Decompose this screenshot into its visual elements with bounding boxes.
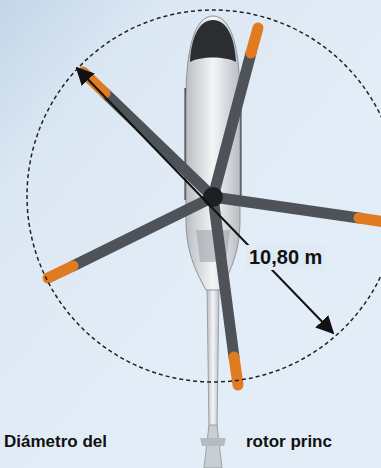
rotor-blades [48, 28, 381, 385]
fuselage [186, 16, 240, 290]
dimension-label: 10,80 m [246, 245, 325, 270]
tail-boom [207, 285, 219, 430]
caption-text: Diámetro del [4, 432, 107, 452]
windshield [190, 20, 236, 62]
tail-stabilizer [200, 438, 226, 446]
rotor-hub [203, 187, 223, 207]
tail-fin [204, 425, 222, 468]
rotor-disc [27, 10, 381, 382]
dimension-arrow [77, 68, 333, 333]
caption-text: rotor princ [246, 432, 332, 452]
